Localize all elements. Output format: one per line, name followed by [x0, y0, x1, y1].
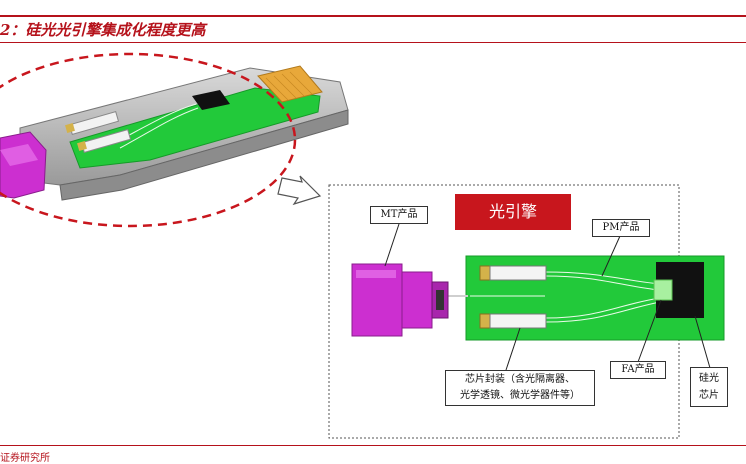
silicon-chip-label: 硅光 芯片 — [690, 367, 728, 407]
module-side-wall — [59, 109, 349, 201]
leader-mt — [384, 223, 400, 267]
fa-product-label: FA产品 — [610, 361, 666, 379]
leader-pm — [601, 235, 621, 277]
chip-package-label: 芯片封装（含光隔离器、 光学透镜、微光学器件等） — [445, 370, 595, 406]
figure-title: 2：硅光光引擎集成化程度更高 — [0, 21, 206, 39]
module-pcb — [69, 87, 321, 169]
mt-connector — [351, 263, 449, 337]
zoom-arrow-icon — [277, 175, 322, 206]
leader-fa — [637, 299, 662, 363]
module-chip — [192, 90, 230, 110]
silicon-chip-label-line2: 芯片 — [699, 390, 719, 401]
ferrule-bottom — [479, 313, 547, 329]
leader-chip — [694, 315, 711, 369]
pm-product-label: PM产品 — [592, 219, 650, 237]
header-top-rule — [0, 15, 746, 17]
module-mt-connector — [0, 131, 47, 199]
chip-package-line2: 光学透镜、微光学器件等） — [460, 390, 580, 401]
optical-engine-label: 光引擎 — [455, 194, 571, 230]
footer-rule — [0, 445, 746, 446]
gold-contact-fingers — [257, 65, 323, 103]
header-bottom-rule — [0, 42, 746, 43]
silicon-chip-label-line1: 硅光 — [699, 373, 719, 384]
chip-package-line1: 芯片封装（含光隔离器、 — [465, 374, 575, 385]
ferrule-top — [479, 265, 547, 281]
footer-source: 证券研究所 — [0, 453, 50, 464]
transceiver-module — [0, 65, 349, 201]
fa-product — [653, 279, 673, 301]
leader-package — [505, 327, 521, 371]
highlight-ellipse — [0, 52, 297, 228]
mt-product-label: MT产品 — [370, 206, 428, 224]
